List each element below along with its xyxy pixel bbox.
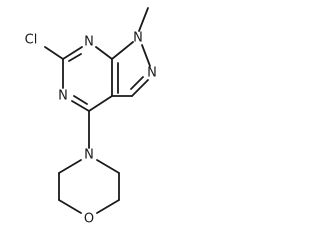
atom-morpholine-n: N — [84, 148, 94, 163]
bond-n1-c7a — [95, 46, 113, 60]
bond-morph-c-n-left — [58, 159, 82, 174]
bond-c3a-c4 — [88, 95, 113, 112]
bond-morph-o-c-left — [58, 199, 82, 214]
bond-c6-n1 — [62, 46, 83, 60]
atom-n3: N — [58, 89, 68, 104]
bond-n7-methyl — [138, 7, 149, 32]
bond-c4-n3 — [71, 100, 90, 112]
bonds — [44, 7, 151, 214]
bond-c7a-n7 — [111, 41, 134, 60]
bond-n7-n8 — [141, 44, 151, 67]
chemical-structure: Cl N N N N N O — [25, 7, 157, 227]
atom-morpholine-o: O — [84, 212, 94, 227]
bond-morph-n-c-right — [96, 159, 120, 174]
bond-morph-c-o-right — [96, 199, 120, 214]
atom-labels: Cl N N N N N O — [25, 31, 157, 227]
bond-c6-cl — [44, 46, 64, 60]
bond-c4-n3-inner — [73, 95, 88, 105]
atom-n1: N — [84, 35, 94, 50]
bond-n8-c3-inner — [130, 76, 144, 90]
atom-n7: N — [133, 31, 143, 46]
atom-cl: Cl — [25, 33, 38, 48]
bond-n8-c3 — [131, 79, 149, 97]
bond-n1-c6-inner — [68, 53, 82, 62]
atom-n8: N — [147, 66, 157, 81]
